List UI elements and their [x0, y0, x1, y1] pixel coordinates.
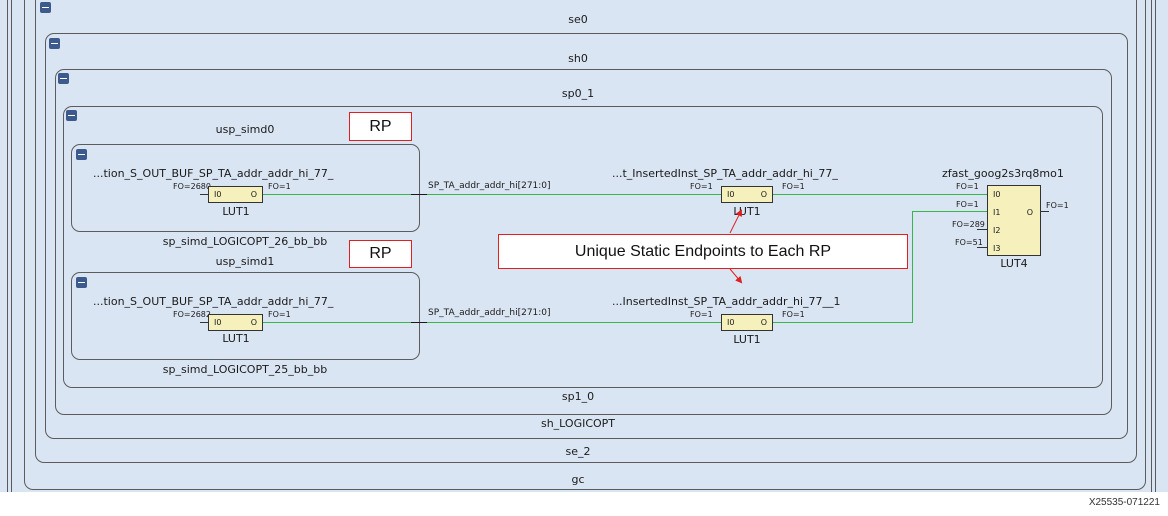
callout-arrow-down: [729, 268, 743, 284]
cell-name-top-src: ...tion_S_OUT_BUF_SP_TA_addr_addr_hi_77_: [93, 167, 334, 180]
cell-type-bot-src: LUT1: [222, 332, 250, 345]
net-wire-bot-e[interactable]: [912, 211, 987, 212]
label-sp_simd_25: sp_simd_LOGICOPT_25_bb_bb: [162, 363, 328, 376]
net-wire-bot-b[interactable]: [427, 322, 721, 323]
lut1-top-mid[interactable]: I0 O: [721, 186, 773, 203]
pin-o: O: [250, 318, 257, 327]
pin-o: O: [250, 190, 257, 199]
net-wire-bot-c[interactable]: [773, 322, 913, 323]
pin-i2: I2: [993, 226, 1001, 235]
net-port-bot-left: [411, 322, 427, 323]
fo-lut4-i2: FO=289: [952, 220, 985, 229]
fo-bot-mid-out: FO=1: [782, 310, 805, 319]
cell-name-bot-mid: ...InsertedInst_SP_TA_addr_addr_hi_77__1: [612, 295, 841, 308]
label-se0: se0: [568, 13, 588, 26]
net-label-bottom: SP_TA_addr_addr_hi[271:0]: [428, 308, 551, 318]
label-usp_simd0: usp_simd0: [215, 123, 275, 136]
fo-top-src-out: FO=1: [268, 182, 291, 191]
net-label-top: SP_TA_addr_addr_hi[271:0]: [428, 181, 551, 191]
pin-i0: I0: [993, 190, 1001, 199]
pin-stub-top-src-in: [200, 194, 208, 195]
figure-id: X25535-071221: [1088, 497, 1160, 508]
net-wire-top-a[interactable]: [263, 194, 423, 195]
pin-i3: I3: [993, 244, 1001, 253]
pin-stub-bot-src-in: [200, 322, 208, 323]
label-sh0: sh0: [568, 52, 588, 65]
outer-border-right-2: [1155, 0, 1156, 492]
fo-bot-src-out: FO=1: [268, 310, 291, 319]
cell-type-lut4: LUT4: [1000, 257, 1028, 270]
callout-arrow-up: [729, 209, 742, 234]
cell-type-top-src: LUT1: [222, 205, 250, 218]
fo-top-mid-out: FO=1: [782, 182, 805, 191]
fo-bot-mid-in: FO=1: [690, 310, 713, 319]
fo-top-src-in: FO=2680: [173, 182, 211, 191]
lut1-top-src[interactable]: I0 O: [208, 186, 263, 203]
net-wire-bot-a[interactable]: [263, 322, 423, 323]
fo-lut4-i1: FO=1: [956, 200, 979, 209]
outer-border-left-2: [11, 0, 12, 492]
lut4-cell[interactable]: I0 I1 I2 I3 O: [987, 185, 1041, 256]
callout-arrows: [729, 209, 743, 284]
outer-border-left-1: [7, 0, 8, 492]
pin-stub-lut4-i2: [977, 229, 987, 230]
net-port-top-left: [411, 194, 427, 195]
label-sp1_0: sp1_0: [561, 390, 595, 403]
label-sp0_1: sp0_1: [561, 87, 595, 100]
schematic-canvas[interactable]: se0 sh0 sp0_1 usp_simd0 sp_simd_LOGICOPT…: [0, 0, 1168, 492]
cell-type-bot-mid: LUT1: [733, 333, 761, 346]
rp-annotation-bottom: RP: [349, 240, 412, 268]
cell-name-lut4: zfast_goog2s3rq8mo1: [942, 167, 1064, 180]
fo-lut4-out: FO=1: [1046, 201, 1069, 210]
pin-o: O: [1026, 208, 1033, 217]
lut1-bot-src[interactable]: I0 O: [208, 314, 263, 331]
pin-i0: I0: [214, 318, 222, 327]
collapse-button-sp0_1[interactable]: [58, 73, 69, 84]
fo-lut4-i0: FO=1: [956, 182, 979, 191]
label-sh_logicopt: sh_LOGICOPT: [540, 417, 616, 430]
pin-i0: I0: [727, 190, 735, 199]
label-usp_simd1: usp_simd1: [215, 255, 275, 268]
pin-o: O: [760, 190, 767, 199]
fo-bot-src-in: FO=2682: [173, 310, 211, 319]
pin-o: O: [760, 318, 767, 327]
label-sp_simd_26: sp_simd_LOGICOPT_26_bb_bb: [162, 235, 328, 248]
cell-name-top-mid: ...t_InsertedInst_SP_TA_addr_addr_hi_77_: [612, 167, 838, 180]
outer-border-right-1: [1151, 0, 1152, 492]
fo-lut4-i3: FO=51: [955, 238, 983, 247]
callout-unique-static-endpoints: Unique Static Endpoints to Each RP: [498, 234, 908, 269]
collapse-button-sh0[interactable]: [49, 38, 60, 49]
pin-stub-lut4-out: [1041, 211, 1049, 212]
net-wire-top-c[interactable]: [773, 194, 987, 195]
net-wire-top-b[interactable]: [427, 194, 721, 195]
collapse-button-sp_simd_25[interactable]: [76, 277, 87, 288]
label-gc: gc: [571, 473, 585, 486]
rp-annotation-top: RP: [349, 112, 412, 141]
pin-i1: I1: [993, 208, 1001, 217]
fo-top-mid-in: FO=1: [690, 182, 713, 191]
collapse-button-se0[interactable]: [40, 2, 51, 13]
net-wire-bot-d[interactable]: [912, 211, 913, 323]
pin-i0: I0: [727, 318, 735, 327]
pin-stub-lut4-i3: [977, 247, 987, 248]
lut1-bot-mid[interactable]: I0 O: [721, 314, 773, 331]
collapse-button-sp_simd_26[interactable]: [76, 149, 87, 160]
cell-name-bot-src: ...tion_S_OUT_BUF_SP_TA_addr_addr_hi_77_: [93, 295, 334, 308]
pin-i0: I0: [214, 190, 222, 199]
collapse-button-sp1_0[interactable]: [66, 110, 77, 121]
label-se_2: se_2: [565, 445, 591, 458]
